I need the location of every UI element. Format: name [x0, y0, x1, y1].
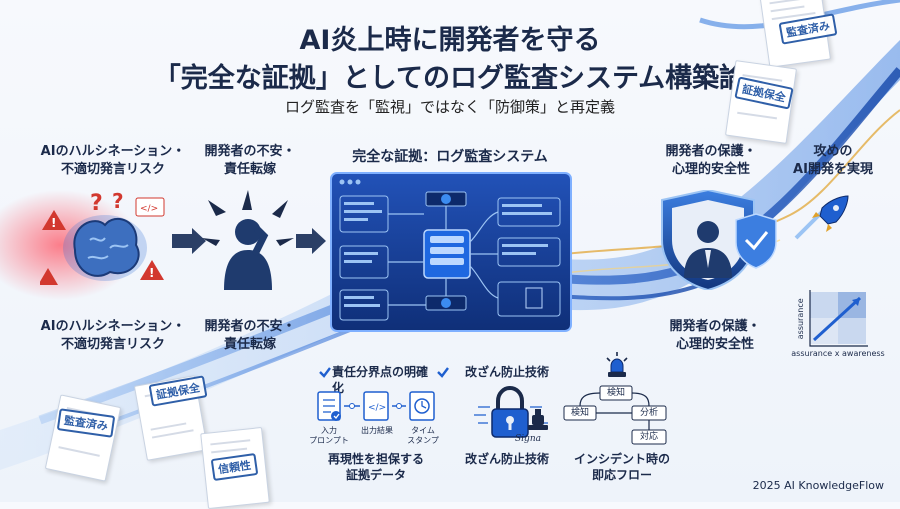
svg-text:?: ?	[112, 190, 124, 213]
risk-label-top: AIのハルシネーション・ 不適切発言リスク	[40, 144, 186, 177]
evidence-caption: 再現性を担保する 証拠データ	[327, 452, 424, 483]
tamper-label-bottom: 改ざん防止技術	[464, 452, 549, 466]
brain-icon: ! ? ? </> !	[40, 190, 165, 285]
rocket-icon	[794, 195, 849, 240]
anxiety-label-top: 開発者の不安・ 責任転嫁	[204, 144, 296, 177]
svg-text:</>: </>	[368, 403, 386, 413]
evidence-chain-icons: </>	[317, 391, 435, 421]
siren-icon	[606, 352, 628, 377]
arrow-right-icon	[172, 228, 206, 254]
check-icon	[437, 367, 449, 378]
offense-label: 攻めの AI開発を実現	[793, 144, 873, 177]
matrix-y-label: assurance	[796, 298, 806, 340]
input-prompt-label: 入力 プロンプト	[309, 426, 349, 445]
footer-credit: 2025 AI KnowledgeFlow	[752, 479, 884, 492]
incident-step-4: 対応	[639, 432, 658, 442]
protection-label-bottom: 開発者の保護・ 心理的安全性	[669, 319, 761, 352]
output-result-label: 出力結果	[361, 426, 393, 435]
system-label: 完全な証拠：ログ監査システム	[352, 149, 548, 165]
signature-text: Signa	[515, 434, 541, 444]
page-subtitle: ログ監査を「監視」ではなく「防御策」と再定義	[284, 98, 615, 116]
developer-shield-icon	[661, 190, 777, 290]
log-audit-system-dashboard	[330, 172, 572, 332]
timestamp-label: タイム スタンプ	[407, 426, 439, 445]
arrow-right-icon	[296, 228, 326, 254]
page-title: AI炎上時に開発者を守る	[299, 25, 601, 56]
incident-flow-diagram	[563, 385, 667, 445]
incident-step-2: 検知	[570, 408, 589, 418]
risk-label-bottom: AIのハルシネーション・ 不適切発言リスク	[40, 319, 186, 352]
page-title-line2: 「完全な証拠」としてのログ監査システム構築論	[153, 63, 747, 94]
matrix-x-label: assurance x awareness	[791, 349, 885, 358]
svg-text:!: !	[149, 266, 154, 280]
incident-step-3: 分析	[639, 408, 658, 418]
padlock-icon	[474, 385, 548, 438]
protection-label-top: 開発者の保護・ 心理的安全性	[665, 144, 757, 177]
svg-text:?: ?	[90, 191, 103, 216]
svg-text:</>: </>	[140, 204, 158, 214]
anxiety-label-bottom: 開発者の不安・ 責任転嫁	[204, 319, 296, 352]
incident-step-1: 検知	[606, 388, 625, 398]
check-icon	[319, 367, 331, 378]
tamper-label-top: 改ざん防止技術	[464, 365, 549, 379]
incident-caption: インシデント時の 即応フロー	[573, 452, 670, 483]
stressed-person-icon	[202, 190, 294, 290]
svg-text:!: !	[51, 216, 56, 230]
assurance-matrix-chart	[809, 290, 868, 347]
